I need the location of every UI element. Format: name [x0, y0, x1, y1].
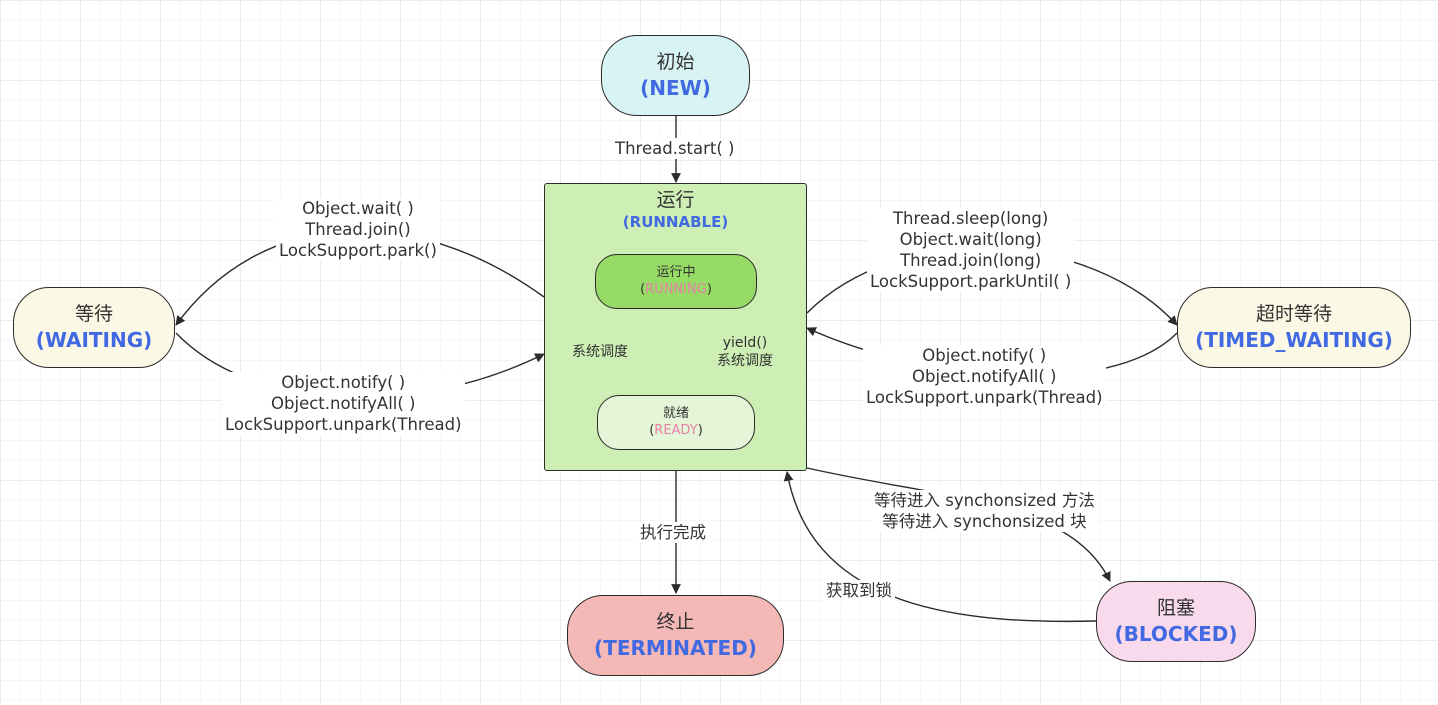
state-new: 初始 (NEW)	[601, 35, 750, 116]
state-waiting-en: (WAITING)	[35, 327, 153, 352]
label-runnable-to-blocked: 等待进入 synchonsized 方法 等待进入 synchonsized 块	[871, 490, 1098, 532]
state-timed-waiting: 超时等待 (TIMED_WAITING)	[1177, 287, 1411, 368]
state-terminated-cn: 终止	[656, 611, 695, 634]
label-blocked-to-runnable: 获取到锁	[823, 580, 895, 601]
state-running: 运行中 (RUNNING)	[595, 254, 757, 309]
state-blocked-cn: 阻塞	[1156, 597, 1195, 620]
label-line: 等待进入 synchonsized 方法	[874, 491, 1095, 510]
state-waiting-cn: 等待	[74, 303, 113, 326]
state-terminated: 终止 (TERMINATED)	[567, 595, 784, 676]
state-blocked-en: (BLOCKED)	[1114, 621, 1238, 646]
state-running-open: (	[640, 281, 646, 297]
label-runnable-to-timed-waiting: Thread.sleep(long) Object.wait(long) Thr…	[867, 208, 1075, 292]
label-runnable-to-waiting: Object.wait( ) Thread.join() LockSupport…	[276, 198, 440, 261]
label-line: 系统调度	[572, 344, 628, 360]
label-line: LockSupport.park()	[279, 241, 437, 260]
state-terminated-en: (TERMINATED)	[594, 635, 757, 660]
label-line: Object.notify( )	[281, 373, 406, 392]
label-line: Thread.sleep(long)	[892, 209, 1049, 228]
state-blocked: 阻塞 (BLOCKED)	[1096, 581, 1256, 662]
label-line: Thread.join()	[305, 220, 411, 239]
state-running-cn: 运行中	[656, 264, 696, 280]
label-line: Object.wait( )	[302, 199, 414, 218]
label-timed-waiting-to-runnable: Object.notify( ) Object.notifyAll( ) Loc…	[863, 345, 1106, 408]
state-waiting: 等待 (WAITING)	[13, 287, 175, 368]
state-timed-waiting-en: (TIMED_WAITING)	[1195, 327, 1393, 352]
label-line: Thread.start( )	[615, 139, 735, 158]
label-line: 系统调度	[717, 353, 773, 369]
state-runnable-en: (RUNNABLE)	[622, 212, 729, 231]
label-runnable-to-terminated: 执行完成	[637, 522, 709, 543]
state-new-en: (NEW)	[640, 75, 711, 100]
state-new-cn: 初始	[656, 51, 695, 74]
label-line: Thread.join(long)	[900, 251, 1042, 270]
state-running-close: )	[706, 281, 712, 297]
label-line: 执行完成	[640, 523, 706, 542]
label-line: 等待进入 synchonsized 块	[882, 512, 1087, 531]
state-ready: 就绪 (READY)	[597, 395, 755, 450]
state-timed-waiting-cn: 超时等待	[1255, 303, 1332, 326]
label-line: Object.notify( )	[922, 346, 1047, 365]
state-ready-open: (	[649, 422, 655, 438]
label-line: Object.notifyAll( )	[271, 394, 416, 413]
label-line: Object.notifyAll( )	[912, 367, 1057, 386]
label-running-to-ready: yield() 系统调度	[714, 334, 776, 370]
state-ready-cn: 就绪	[662, 405, 689, 421]
state-ready-close: )	[697, 422, 703, 438]
state-ready-en: READY	[654, 422, 698, 438]
label-line: 获取到锁	[826, 581, 892, 600]
label-new-to-runnable: Thread.start( )	[612, 138, 738, 159]
label-line: Object.wait(long)	[899, 230, 1042, 249]
label-line: LockSupport.unpark(Thread)	[866, 388, 1103, 407]
state-running-en: RUNNING	[645, 281, 707, 297]
label-line: yield()	[722, 335, 768, 351]
label-line: LockSupport.parkUntil( )	[870, 272, 1072, 291]
label-waiting-to-runnable: Object.notify( ) Object.notifyAll( ) Loc…	[222, 372, 465, 435]
label-ready-to-running: 系统调度	[569, 343, 631, 361]
state-runnable-cn: 运行	[656, 189, 695, 211]
label-line: LockSupport.unpark(Thread)	[225, 415, 462, 434]
